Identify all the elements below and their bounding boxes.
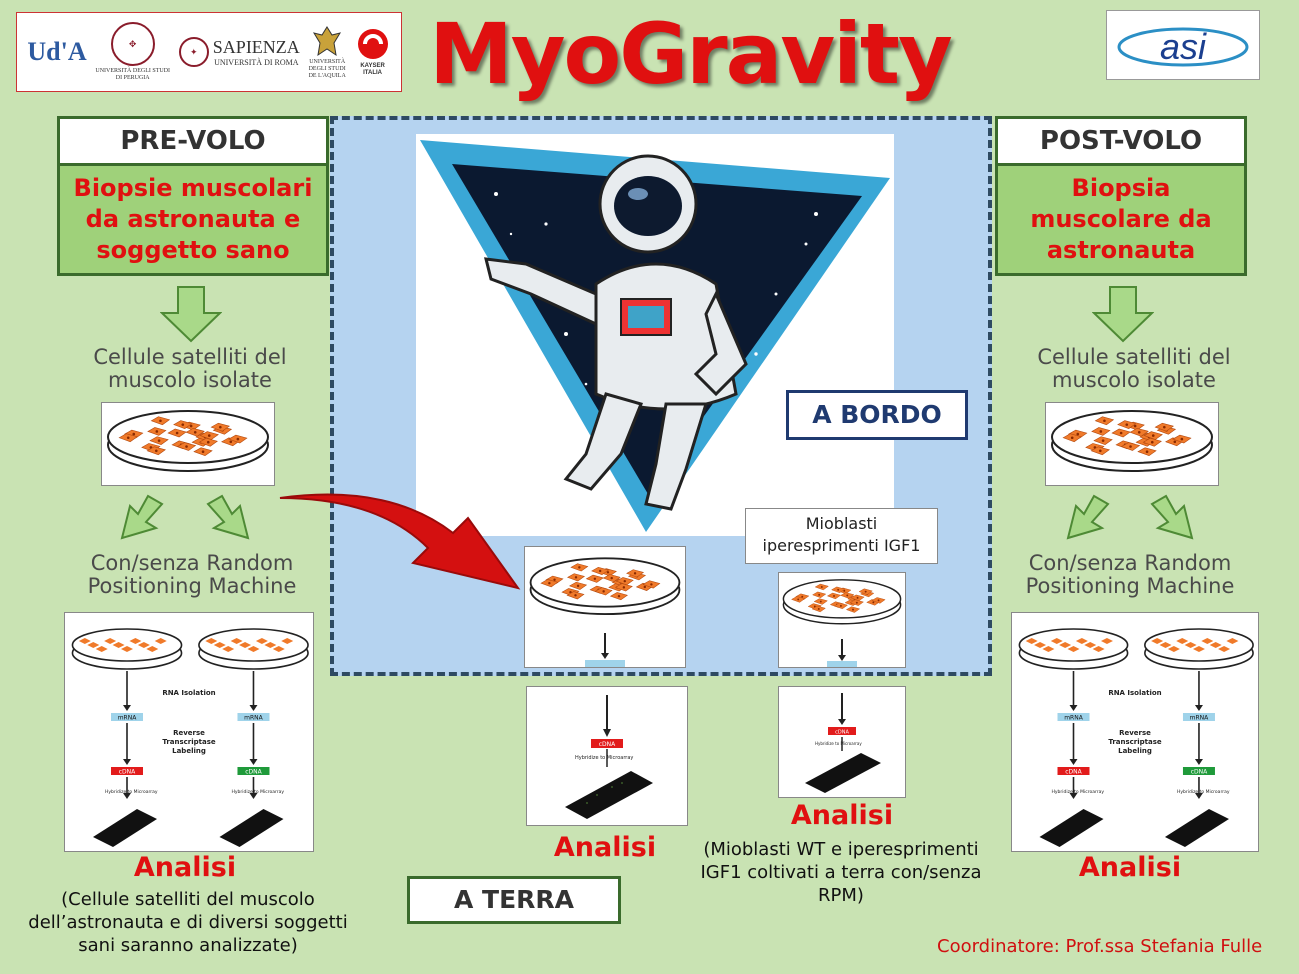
arrow-down-icon (1092, 286, 1154, 343)
post-volo-header: POST-VOLO (995, 116, 1247, 166)
svg-text:RNA Isolation: RNA Isolation (1108, 689, 1161, 697)
svg-text:mRNA: mRNA (1190, 715, 1210, 722)
svg-text:mRNA: mRNA (118, 715, 138, 722)
pre-volo-header: PRE-VOLO (57, 116, 329, 166)
coordinator-text: Coordinatore: Prof.ssa Stefania Fulle (937, 936, 1263, 957)
arrow-diag-right-icon (1150, 494, 1194, 540)
svg-text:Hybridize to Microarray: Hybridize to Microarray (1052, 789, 1105, 795)
pre-analisi-note: (Cellule satelliti del muscolo dell’astr… (28, 889, 348, 956)
ground-analisi-2-note: (Mioblasti WT e iperesprimenti IGF1 colt… (700, 839, 982, 906)
aquila-logo: UNIVERSITÀ DEGLI STUDI DE L'AQUILA (309, 25, 346, 80)
svg-text:Hybridize to Microarray: Hybridize to Microarray (231, 789, 284, 795)
pre-cells-label: Cellule satelliti del muscolo isolate (93, 345, 287, 392)
mioblasti-label: Mioblasti iperesprimenti IGF1 (745, 508, 938, 564)
sapienza-seal-icon: ✦ (178, 37, 209, 67)
arrow-diag-right-icon (206, 494, 250, 540)
a-terra-label: A TERRA (407, 876, 621, 924)
post-rpm-label: Con/senza Random Positioning Machine (1025, 551, 1235, 598)
page-title: MyoGravity (429, 5, 953, 103)
a-bordo-label: A BORDO (786, 390, 968, 440)
svg-text:cDNA: cDNA (119, 769, 136, 776)
post-petri-dish (1045, 402, 1219, 486)
svg-text:Hybridize to Microarray: Hybridize to Microarray (575, 755, 633, 761)
ground-analisi-1-title: Analisi (553, 832, 657, 863)
arrow-diag-left-icon (1066, 494, 1110, 540)
ground-microarray-2: cDNA Hybridize to Microarray (778, 686, 906, 798)
svg-text:mRNA: mRNA (244, 715, 264, 722)
post-cells-label: Cellule satelliti del muscolo isolate (1037, 345, 1231, 392)
arrow-diag-left-icon (120, 494, 164, 540)
svg-text:Hybridize to Microarray: Hybridize to Microarray (1177, 789, 1230, 795)
svg-text:cDNA: cDNA (1191, 769, 1208, 776)
kayser-icon (357, 29, 388, 59)
svg-text:cDNA: cDNA (245, 769, 262, 776)
astronaut-illustration (416, 134, 894, 536)
pre-workflow-diagram: mRNA cDNA Hybridize to Microarray mRNA cDNA H… (64, 612, 314, 852)
post-workflow-diagram: mRNA cDNA Hybridize to Microarray mRNA cDNA H… (1011, 612, 1259, 852)
pre-rpm-label: Con/senza Random Positioning Machine (87, 551, 297, 598)
onboard-dish-1 (524, 546, 686, 668)
svg-text:Hybridize to Microarray: Hybridize to Microarray (815, 741, 862, 746)
svg-text:Reverse: Reverse (173, 729, 205, 737)
svg-text:cDNA: cDNA (599, 741, 616, 748)
svg-text:Transcriptase: Transcriptase (162, 738, 216, 746)
pre-analisi-title: Analisi (133, 852, 237, 883)
pre-volo-biopsy: Biopsie muscolari da astronauta e sogget… (57, 166, 329, 276)
red-curved-arrow (279, 493, 521, 590)
svg-text:RNA Isolation: RNA Isolation (162, 689, 215, 697)
svg-text:cDNA: cDNA (1065, 769, 1082, 776)
svg-text:Hybridize to Microarray: Hybridize to Microarray (105, 789, 158, 795)
uda-logo: Ud'A (27, 37, 87, 66)
perugia-logo: ✥ UNIVERSITÀ DEGLI STUDI DI PERUGIA (95, 22, 170, 82)
svg-text:Transcriptase: Transcriptase (1108, 738, 1162, 746)
post-volo-biopsy: Biopsia muscolare da astronauta (995, 166, 1247, 276)
pre-petri-dish (101, 402, 275, 486)
svg-text:asi: asi (1160, 26, 1207, 67)
partner-logos: Ud'A ✥ UNIVERSITÀ DEGLI STUDI DI PERUGIA… (16, 12, 402, 92)
svg-text:Reverse: Reverse (1119, 729, 1151, 737)
perugia-seal-icon: ✥ (110, 22, 155, 66)
post-analisi-title: Analisi (1078, 852, 1182, 883)
onboard-dish-2 (778, 572, 906, 668)
ground-microarray-1: cDNA Hybridize to Microarray (526, 686, 688, 826)
arrow-down-icon (160, 286, 222, 343)
svg-text:Labeling: Labeling (1118, 747, 1152, 755)
svg-text:cDNA: cDNA (835, 730, 849, 736)
ground-analisi-2-title: Analisi (790, 800, 894, 831)
asi-logo: asi (1106, 10, 1260, 80)
svg-text:Labeling: Labeling (172, 747, 206, 755)
kayser-logo: KAYSER ITALIA (355, 27, 391, 77)
eagle-icon (313, 25, 342, 56)
svg-text:mRNA: mRNA (1064, 715, 1084, 722)
